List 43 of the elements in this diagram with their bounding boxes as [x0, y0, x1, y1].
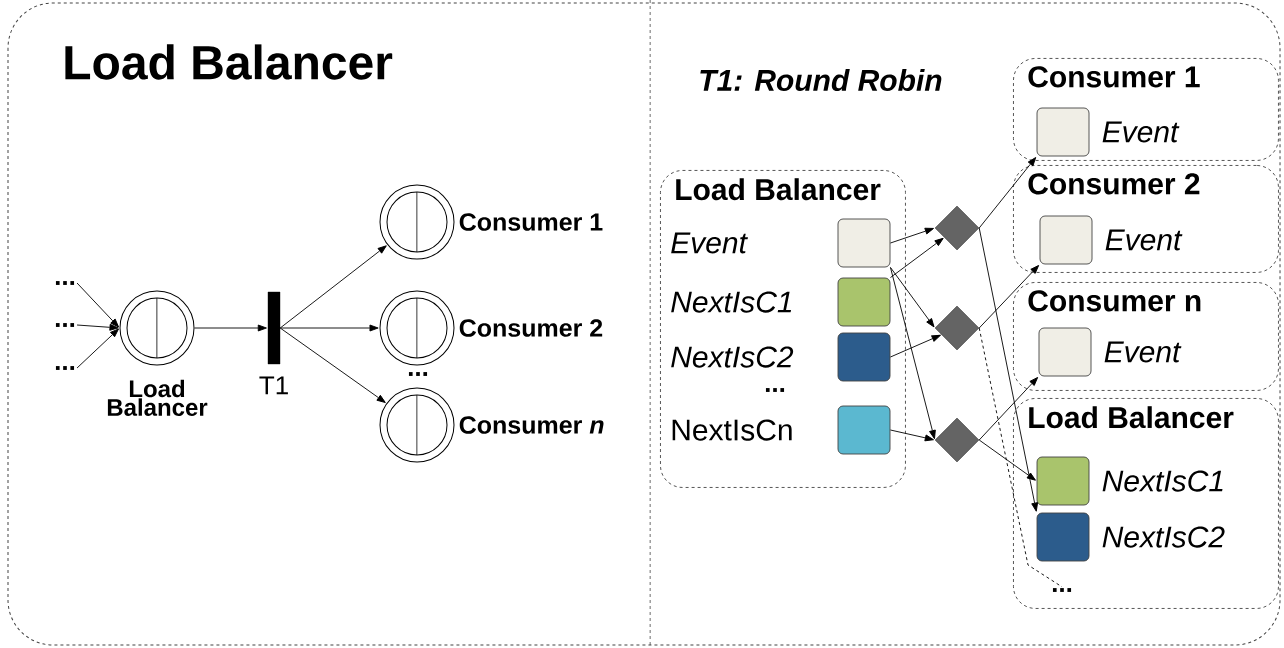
- transition-label: T1: [259, 376, 288, 395]
- arrow: [279, 245, 387, 329]
- ellipsis: ...: [55, 366, 75, 370]
- arrow: [890, 267, 935, 328]
- place-label: Consumer 2: [459, 319, 603, 337]
- token-label: NextIsC1: [671, 291, 792, 313]
- arrow: [76, 328, 119, 369]
- arrow: [890, 267, 936, 440]
- decision-diamond: [934, 205, 980, 251]
- token-label: Event: [1104, 341, 1182, 363]
- arrow: [890, 227, 934, 244]
- decision-diamond: [934, 417, 980, 463]
- ellipsis: ...: [1052, 588, 1072, 592]
- token-label: Event: [671, 232, 748, 254]
- arrow: [76, 282, 119, 328]
- decision-diamond: [934, 305, 980, 351]
- arrow: [978, 439, 1036, 481]
- arrow: [978, 227, 1039, 512]
- arrow: [76, 323, 119, 331]
- token-label: NextIsC2: [1102, 526, 1225, 548]
- ellipsis: ...: [55, 323, 75, 327]
- arrow: [890, 237, 944, 278]
- token-label: Event: [1105, 229, 1183, 251]
- arrow: [978, 377, 1039, 441]
- token-label: NextIsC2: [671, 346, 794, 368]
- ellipsis: ...: [55, 281, 75, 285]
- subtitle: T1: Round Robin: [700, 69, 942, 92]
- place-label: Consumer n: [459, 416, 604, 434]
- arrow: [279, 327, 386, 403]
- title: Load Balancer: [65, 44, 393, 80]
- token-label: NextIsCn: [672, 419, 792, 441]
- arrow: [194, 324, 267, 332]
- place-label: Load Balancer: [107, 379, 208, 416]
- arrow: [890, 334, 941, 358]
- arrow: [890, 429, 934, 442]
- token-label: NextIsC1: [1102, 470, 1223, 492]
- place-label: Consumer 1: [459, 213, 603, 231]
- arrow: [978, 157, 1037, 229]
- token-label: Event: [1102, 121, 1180, 143]
- arrow: [279, 324, 379, 332]
- ellipsis: ...: [765, 388, 785, 392]
- ellipsis: ...: [408, 372, 428, 376]
- arrow: [978, 265, 1040, 329]
